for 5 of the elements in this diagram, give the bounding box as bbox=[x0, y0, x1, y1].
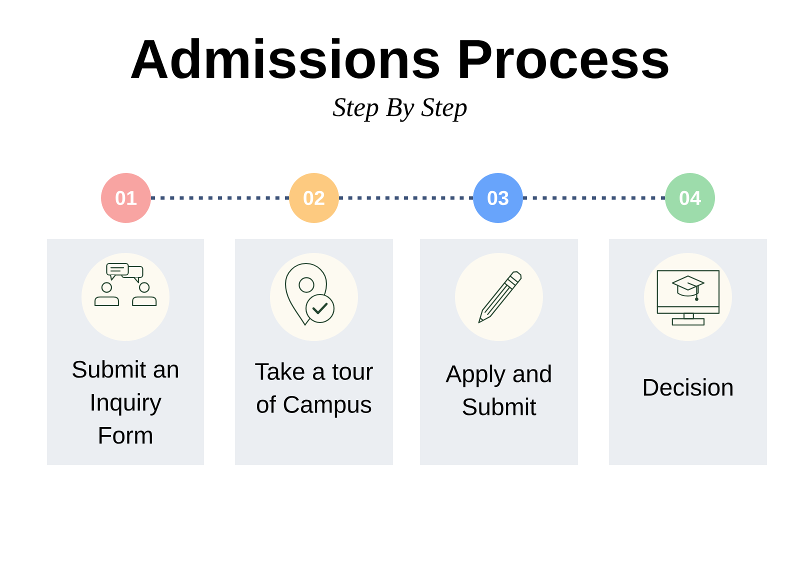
dotted-line bbox=[523, 196, 665, 200]
subtitle: Step By Step bbox=[332, 98, 467, 122]
title: Admissions Process bbox=[130, 38, 668, 79]
dotted-line bbox=[339, 196, 473, 200]
dotted-line bbox=[151, 196, 289, 200]
